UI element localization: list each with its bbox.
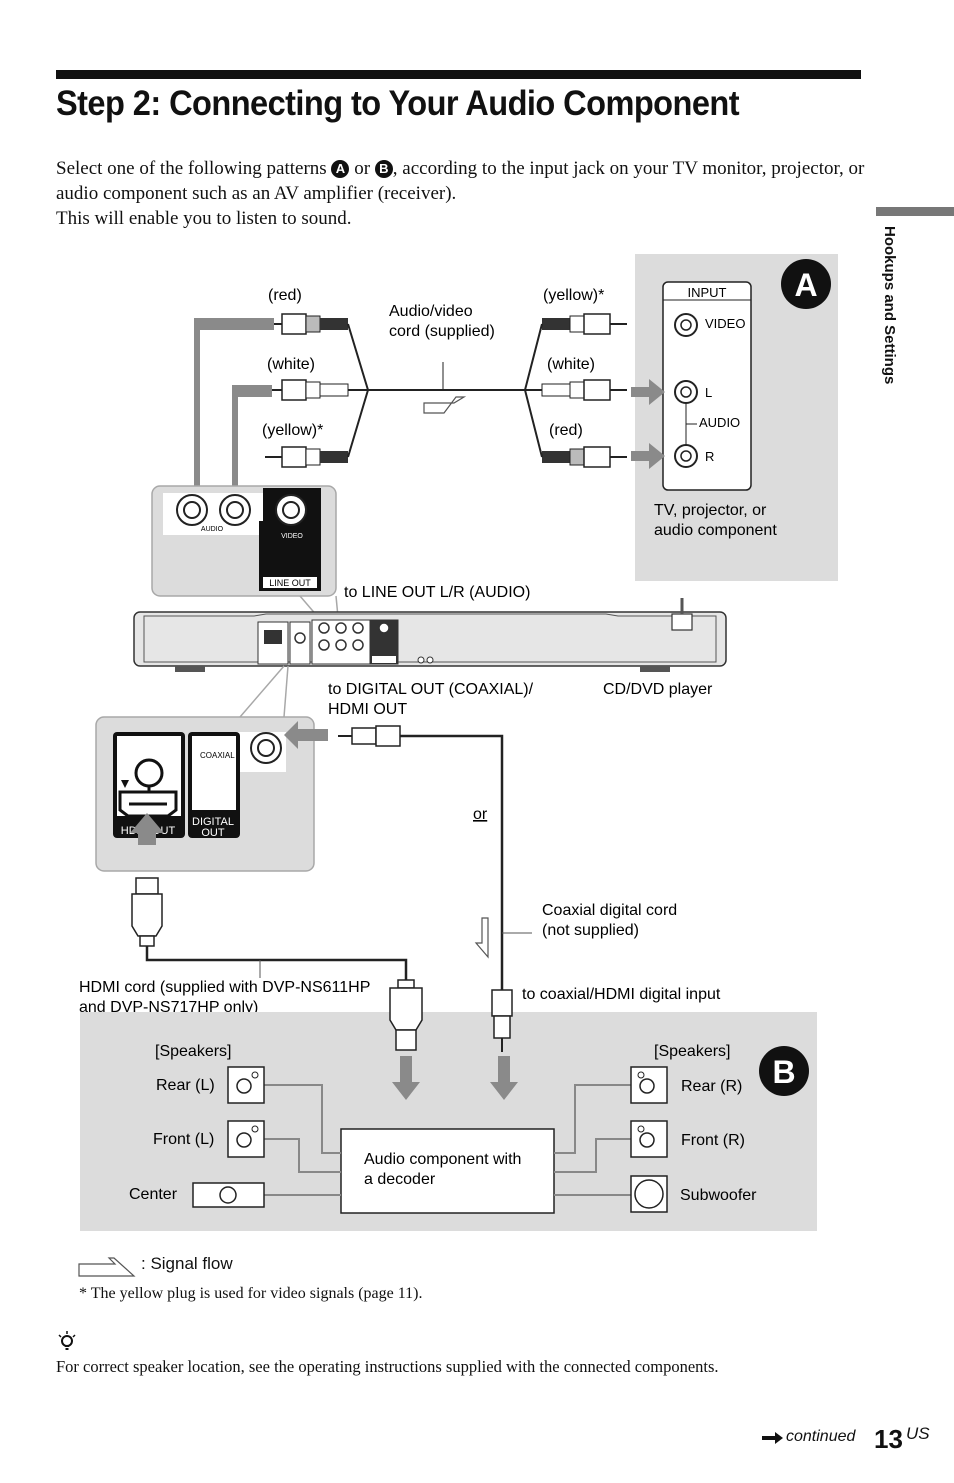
- decoder-label-2: a decoder: [364, 1171, 436, 1188]
- coax-cord-label-1: Coaxial digital cord: [542, 902, 677, 919]
- intro-text-1: Select one of the following patterns: [56, 158, 332, 179]
- front-l-label: Front (L): [153, 1131, 214, 1148]
- to-coax-input-label: to coaxial/HDMI digital input: [522, 986, 721, 1003]
- line-out-audio-label: AUDIO: [201, 526, 224, 533]
- hdmi-plug-bottom: [389, 979, 423, 1051]
- tv-caption-2: audio component: [654, 522, 777, 539]
- tv-audio-r-label: R: [705, 449, 714, 464]
- speaker-location-hint: For correct speaker location, see the op…: [56, 1357, 719, 1376]
- digital-out-label-2: OUT: [201, 827, 225, 839]
- left-red-plug: [265, 313, 348, 335]
- tv-input-label: INPUT: [688, 285, 727, 300]
- left-yellow-label: (yellow)*: [262, 422, 323, 439]
- right-yellow-label: (yellow)*: [543, 287, 604, 304]
- hdmi-plug-top: [131, 877, 163, 947]
- av-cord-left-plugs: [265, 313, 349, 468]
- yellow-plug-footnote: * The yellow plug is used for video sign…: [79, 1285, 423, 1302]
- right-white-label: (white): [547, 356, 595, 373]
- section-label: Hookups and Settings: [881, 226, 898, 385]
- intro-paragraph: Select one of the following patterns A o…: [56, 156, 876, 231]
- decoder-label-1: Audio component with: [364, 1151, 521, 1168]
- pattern-b-label: B: [772, 1054, 795, 1090]
- subwoofer-label: Subwoofer: [680, 1187, 757, 1204]
- left-white-plug: [265, 379, 349, 401]
- tv-audio-label: AUDIO: [699, 415, 740, 430]
- av-cord-wires: [347, 323, 543, 458]
- coax-cord-label-2: (not supplied): [542, 922, 639, 939]
- player-label: CD/DVD player: [603, 681, 713, 698]
- right-red-label: (red): [549, 422, 583, 439]
- pattern-b-badge-circle: [759, 1046, 809, 1096]
- tv-caption-1: TV, projector, or: [654, 502, 767, 519]
- player-hdmi-port: [257, 621, 289, 665]
- digital-out-label-1: DIGITAL: [192, 816, 234, 828]
- or-label: or: [473, 806, 488, 823]
- av-cord-label-2: cord (supplied): [389, 323, 495, 340]
- signal-arrow-tv-r: [631, 443, 665, 469]
- av-cord-label-1: Audio/video: [389, 303, 473, 320]
- signal-arrow-white-to-jack: [224, 385, 272, 514]
- signal-flow-arrow-coax: [474, 917, 489, 959]
- intro-text-4: This will enable you to listen to sound.: [56, 208, 352, 229]
- to-digital-label-1: to DIGITAL OUT (COAXIAL)/: [328, 681, 534, 698]
- intro-text-2: or: [349, 158, 375, 179]
- signal-flow-legend-icon: [78, 1257, 136, 1277]
- rear-l-label: Rear (L): [156, 1077, 215, 1094]
- signal-arrow-hdmi-up: [130, 813, 164, 845]
- signal-flow-arrow-av: [423, 396, 467, 414]
- arrow-right-icon: [762, 1432, 783, 1444]
- hdmi-cord-label-1: HDMI cord (supplied with DVP-NS611HP: [79, 979, 370, 996]
- to-digital-label-2: HDMI OUT: [328, 701, 407, 718]
- speaker-wires: [264, 1084, 631, 1196]
- pattern-a-badge: A: [331, 160, 350, 178]
- to-line-out-label: to LINE OUT L/R (AUDIO): [344, 584, 530, 601]
- line-out-label: LINE OUT: [269, 578, 311, 588]
- speakers-left-label: [Speakers]: [155, 1043, 231, 1060]
- speakers-right-label: [Speakers]: [654, 1043, 730, 1060]
- continued-label: continued: [786, 1428, 856, 1445]
- decoder-box: [340, 1128, 555, 1214]
- coax-cable: [400, 734, 504, 990]
- left-red-label: (red): [268, 287, 302, 304]
- intro-text-3: , according to the input jack on your TV…: [56, 158, 865, 204]
- coax-plug-bottom: [491, 989, 513, 1052]
- hdmi-cable: [145, 946, 408, 980]
- lightbulb-icon: [58, 1331, 76, 1350]
- signal-arrow-coax-in: [284, 721, 328, 749]
- rear-r-label: Rear (R): [681, 1078, 742, 1095]
- left-white-label: (white): [267, 356, 315, 373]
- page-suffix: US: [906, 1424, 930, 1443]
- hdmi-cord-label-2: and DVP-NS717HP only): [79, 999, 258, 1016]
- left-yellow-plug: [265, 446, 348, 468]
- signal-arrow-hdmi-decoder: [392, 1056, 420, 1100]
- signal-arrow-coax-decoder: [490, 1056, 518, 1100]
- player-power-inlet: [671, 613, 693, 631]
- right-red-plug: [542, 446, 627, 468]
- signal-flow-legend: : Signal flow: [141, 1254, 233, 1273]
- av-cord-right-plugs: [541, 313, 627, 468]
- right-yellow-plug: [542, 313, 627, 335]
- page-number: 13: [874, 1424, 903, 1454]
- tv-video-label: VIDEO: [705, 316, 745, 331]
- pattern-a-badge-circle: [781, 259, 831, 309]
- coax-plug-top: [338, 725, 401, 747]
- signal-arrow-tv-l: [631, 379, 665, 405]
- center-label: Center: [129, 1186, 178, 1203]
- tv-audio-l-label: L: [705, 385, 712, 400]
- line-out-video-label: VIDEO: [281, 533, 303, 540]
- pattern-a-label: A: [794, 267, 817, 303]
- page-title: Step 2: Connecting to Your Audio Compone…: [56, 84, 740, 123]
- right-white-plug: [541, 379, 627, 401]
- pattern-b-badge: B: [374, 160, 393, 178]
- signal-arrow-red-to-jack: [186, 318, 274, 514]
- front-r-label: Front (R): [681, 1132, 745, 1149]
- section-tab: [876, 207, 954, 216]
- coaxial-label: COAXIAL: [200, 751, 235, 760]
- title-rule: [56, 70, 861, 79]
